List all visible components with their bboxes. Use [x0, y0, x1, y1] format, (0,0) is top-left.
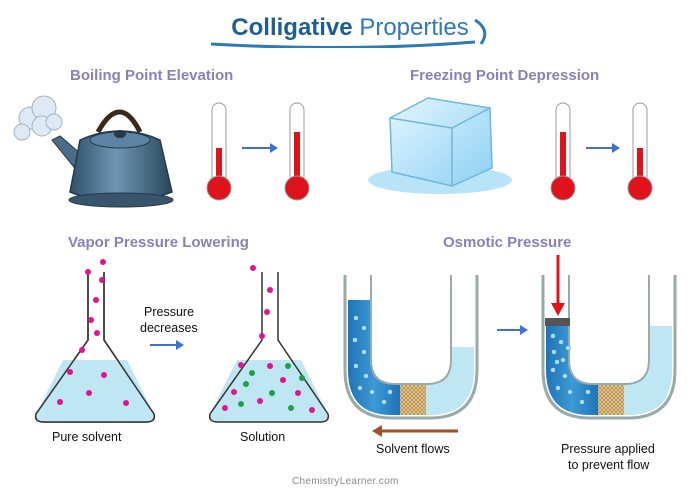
thermometer-icon-low — [206, 102, 232, 201]
u-tube-right — [541, 255, 677, 420]
arrow-head-pressure-applied — [551, 303, 565, 316]
label-pure-solvent: Pure solvent — [52, 430, 122, 444]
membrane-right — [598, 384, 624, 415]
arrow-head-solvent-flows — [372, 425, 382, 437]
thermometer-icon-high-freezing — [550, 102, 576, 201]
label-solution: Solution — [240, 430, 286, 444]
flask-solution — [208, 265, 330, 423]
flask-pure-solvent — [34, 259, 156, 423]
title-part-1: Colligative — [231, 14, 353, 41]
heading-vapor-pressure-lowering: Vapor Pressure Lowering — [68, 234, 249, 251]
title-underline — [210, 18, 487, 48]
thermometer-icon-low-freezing — [627, 102, 653, 201]
heading-freezing-point-depression: Freezing Point Depression — [410, 67, 600, 84]
ice-cube-icon — [368, 97, 512, 194]
arrow-head-vapor — [176, 340, 184, 350]
arrow-head-freezing — [612, 143, 620, 153]
kettle-icon — [51, 109, 174, 208]
thermometer-icon-high — [284, 102, 310, 201]
label-pressure: Pressure — [144, 305, 195, 319]
title-banner: Colligative Properties — [205, 8, 495, 48]
u-tube-left — [343, 275, 479, 420]
piston-icon — [545, 318, 570, 326]
label-solvent-flows: Solvent flows — [376, 442, 450, 456]
label-prevent-flow: to prevent flow — [568, 458, 650, 472]
site-credit: ChemistryLearner.com — [292, 476, 399, 487]
title-part-2: Properties — [359, 14, 469, 41]
arrow-head-boiling — [270, 143, 278, 153]
arrow-head-osmotic — [520, 325, 528, 335]
label-decreases: decreases — [140, 321, 198, 335]
label-pressure-applied: Pressure applied — [561, 442, 655, 456]
membrane-left — [400, 384, 426, 415]
page-title: Colligative Properties — [205, 14, 495, 42]
heading-osmotic-pressure: Osmotic Pressure — [443, 234, 572, 251]
heading-boiling-point-elevation: Boiling Point Elevation — [70, 67, 234, 84]
steam-cloud — [13, 95, 63, 141]
